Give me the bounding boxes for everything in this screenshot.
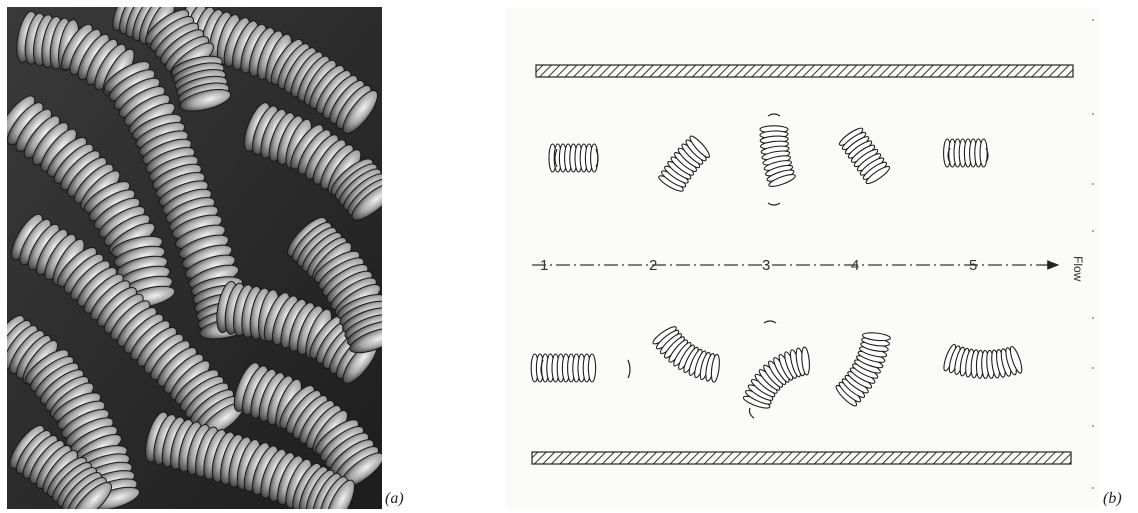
- caption-b: (b): [1103, 490, 1122, 508]
- station-label-4: 4: [851, 257, 859, 274]
- station-label-1: 1: [540, 257, 548, 274]
- coiled-chains-drawing: [7, 7, 382, 509]
- flow-diagram: 1 2 3 4 5 Flow: [506, 8, 1099, 509]
- chain-disc: [591, 144, 598, 172]
- bottom-wall: [532, 452, 1071, 464]
- station-label-2: 2: [649, 257, 657, 274]
- station-label-5: 5: [969, 257, 977, 274]
- station-label-3: 3: [762, 257, 770, 274]
- caption-a: (a): [385, 490, 404, 508]
- chain-disc: [980, 139, 987, 167]
- top-wall: [536, 65, 1073, 77]
- panel-b-diagram: 1 2 3 4 5 Flow: [506, 8, 1099, 509]
- flow-label: Flow: [1071, 256, 1085, 282]
- chain-disc: [588, 354, 595, 382]
- flow-chain: [549, 144, 598, 172]
- panel-a-illustration: [7, 7, 382, 509]
- diagram-background: [506, 8, 1099, 509]
- flow-chain: [944, 139, 988, 167]
